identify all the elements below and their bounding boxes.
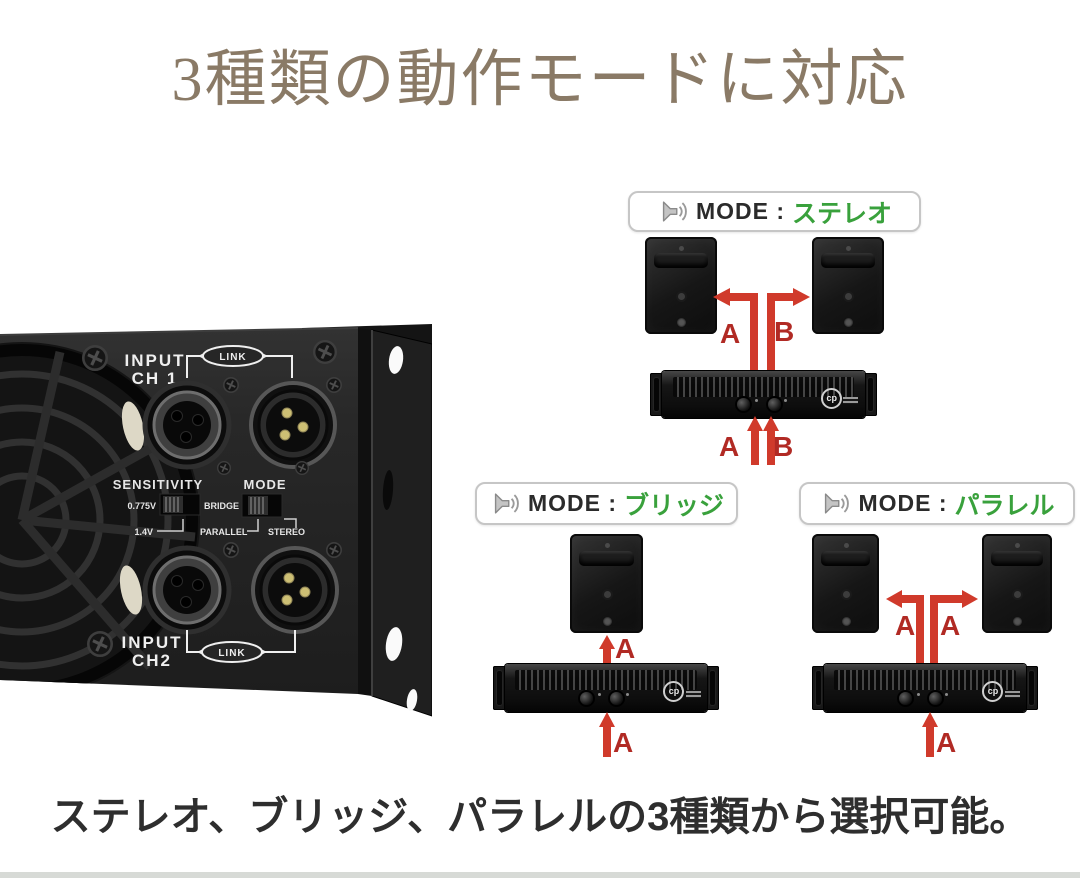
screw-icon bbox=[325, 541, 343, 559]
speaker-cabinet bbox=[982, 534, 1052, 633]
mode-name-parallel: パラレル bbox=[954, 491, 1055, 520]
link-label-ch1: LINK bbox=[186, 345, 293, 378]
sensitivity-high-label: 0.775V bbox=[127, 501, 156, 511]
mode-prefix: MODE : bbox=[695, 198, 786, 224]
mode-stereo-label: STEREO bbox=[268, 527, 305, 537]
channel-letter: A bbox=[936, 727, 957, 758]
screw-icon bbox=[81, 344, 109, 372]
speaker-icon bbox=[494, 493, 519, 514]
xlr-male-ch2 bbox=[251, 546, 339, 634]
speaker-cabinet bbox=[812, 237, 884, 334]
mode-box-bridge: MODE : ブリッジ bbox=[475, 482, 738, 525]
screw-icon bbox=[222, 376, 240, 394]
screw-icon bbox=[86, 630, 114, 658]
mode-name-stereo: ステレオ bbox=[792, 199, 893, 228]
parallel-input-arrow bbox=[922, 712, 938, 757]
speaker-icon bbox=[662, 201, 687, 222]
speaker-cabinet bbox=[645, 237, 717, 334]
bridge-input-arrow bbox=[599, 712, 615, 757]
parallel-output-arrows bbox=[886, 590, 978, 664]
mode-box-parallel: MODE : パラレル bbox=[799, 482, 1075, 525]
speaker-cabinet bbox=[570, 534, 643, 633]
amp-logo: cp bbox=[982, 681, 1004, 703]
amp-logo: cp bbox=[663, 681, 685, 703]
cable-tie-ch1 bbox=[121, 401, 145, 451]
caption-text: ステレオ、ブリッジ、パラレルの3種類から選択可能。 bbox=[50, 795, 1030, 839]
link-label-ch2: LINK bbox=[186, 630, 296, 663]
channel-letter: B bbox=[774, 316, 795, 347]
input-ch1-label-line2: CH 1 bbox=[132, 369, 179, 388]
input-ch2-label-line2: CH2 bbox=[132, 651, 172, 670]
sensitivity-switch bbox=[159, 493, 201, 516]
channel-letter: A bbox=[719, 431, 740, 462]
input-ch1-label-line1: INPUT bbox=[125, 351, 186, 370]
page-title: 3種類の動作モードに対応 bbox=[171, 46, 909, 114]
sensitivity-label: SENSITIVITY bbox=[113, 477, 203, 492]
mode-prefix: MODE : bbox=[858, 490, 948, 516]
amp-logo: cp bbox=[821, 387, 843, 409]
mode-parallel-label: PARALLEL bbox=[200, 527, 248, 537]
mode-name-bridge: ブリッジ bbox=[624, 491, 725, 520]
mode-label: MODE bbox=[244, 477, 287, 492]
screw-icon bbox=[216, 460, 232, 476]
mode-prefix: MODE : bbox=[527, 490, 618, 516]
input-ch2-label-line1: INPUT bbox=[122, 633, 183, 652]
mode-switch bbox=[241, 493, 283, 518]
mode-box-stereo: MODE : ステレオ bbox=[628, 191, 921, 232]
channel-letter: B bbox=[773, 431, 794, 462]
channel-letter: A bbox=[720, 318, 741, 349]
stereo-output-arrows bbox=[713, 288, 810, 374]
sensitivity-low-label: 1.4V bbox=[134, 527, 153, 537]
screw-icon bbox=[325, 376, 343, 394]
screw-icon bbox=[222, 541, 240, 559]
speaker-cabinet bbox=[812, 534, 879, 633]
channel-letter: A bbox=[613, 727, 634, 758]
channel-letter: A bbox=[940, 610, 961, 641]
amplifier-front: cp bbox=[493, 664, 719, 712]
speaker-icon bbox=[825, 493, 850, 514]
stereo-input-arrows bbox=[747, 416, 779, 465]
bridge-output-arrow bbox=[599, 635, 615, 664]
amplifier-front: cp bbox=[812, 664, 1038, 712]
xlr-female-ch2 bbox=[142, 545, 232, 635]
svg-text:LINK: LINK bbox=[218, 648, 245, 659]
bottom-edge-bar bbox=[0, 872, 1080, 878]
mode-bridge-label: BRIDGE bbox=[204, 501, 239, 511]
xlr-male-ch1 bbox=[249, 381, 337, 469]
cable-tie-ch2 bbox=[119, 565, 143, 615]
amplifier-rear-panel-photo: INPUT CH 1 LINK bbox=[0, 324, 432, 717]
screw-icon bbox=[312, 339, 338, 365]
svg-text:LINK: LINK bbox=[219, 352, 246, 363]
xlr-female-ch1 bbox=[142, 380, 232, 470]
channel-letter: A bbox=[615, 633, 636, 664]
channel-letter: A bbox=[895, 610, 916, 641]
amplifier-front: cp bbox=[650, 371, 877, 418]
screw-icon bbox=[294, 460, 310, 476]
rack-ear-flange bbox=[358, 328, 432, 717]
